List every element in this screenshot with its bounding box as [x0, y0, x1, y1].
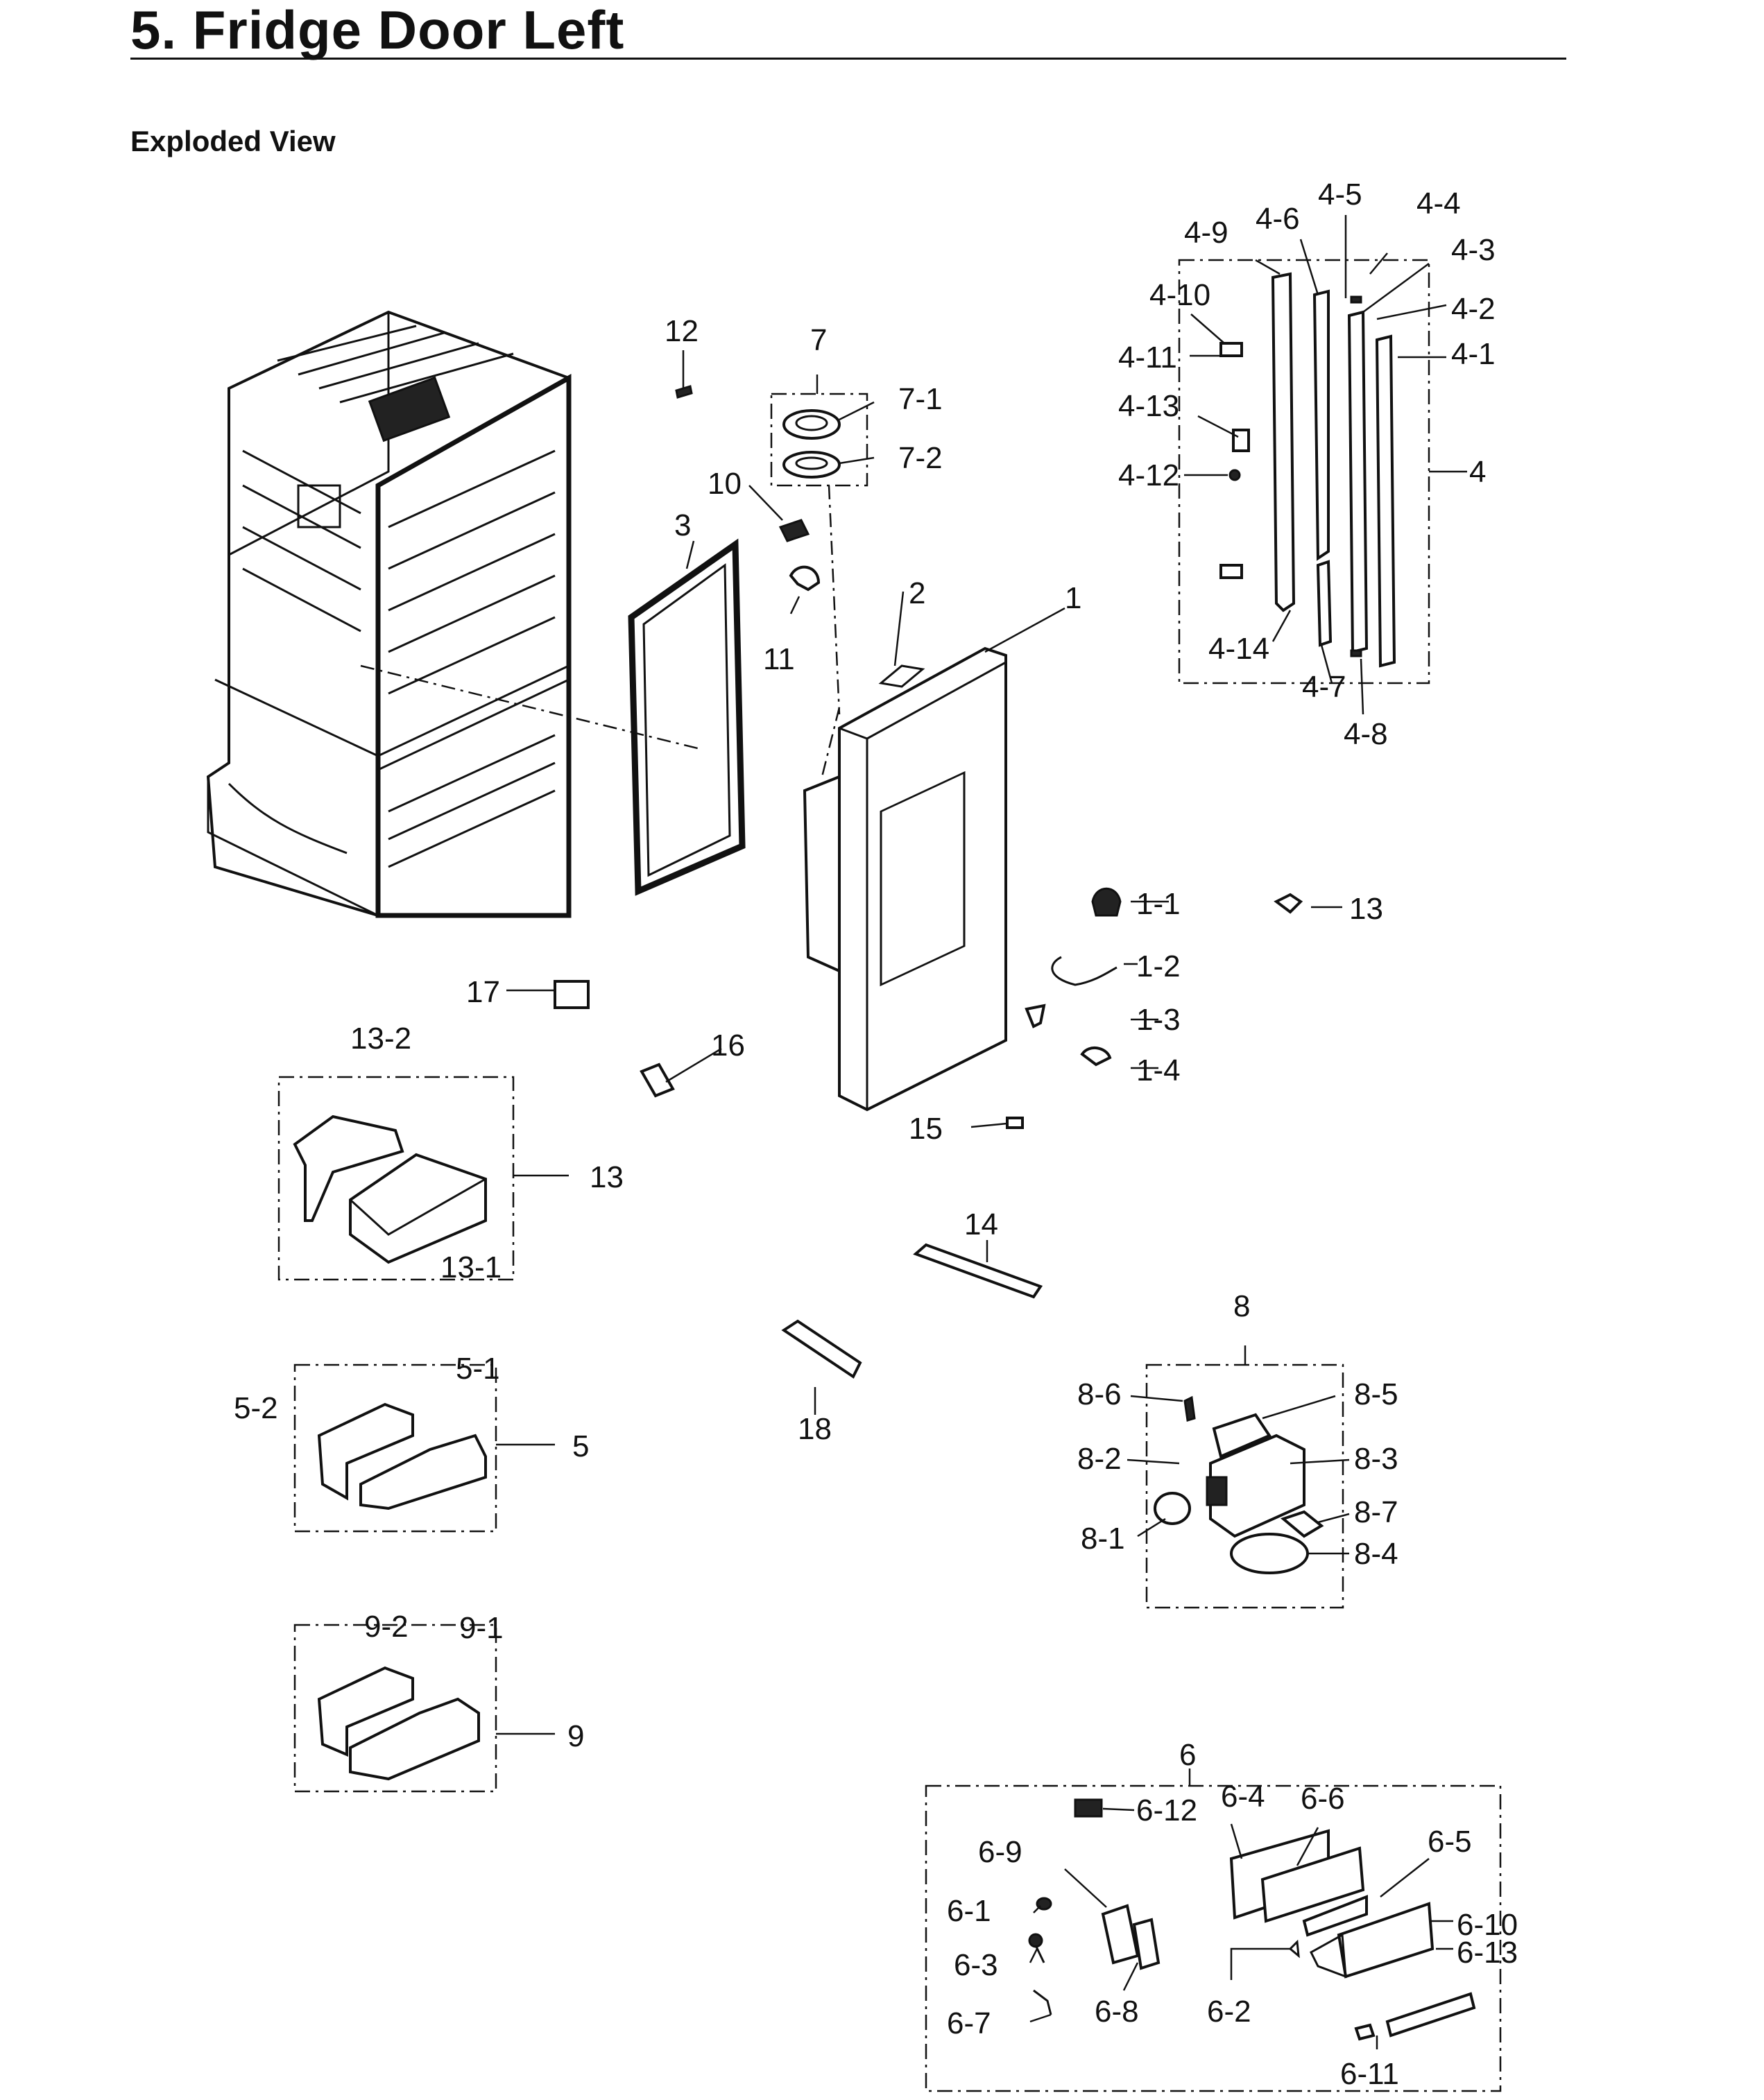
callout-5-1: 5-1	[456, 1352, 500, 1386]
callout-4-11: 4-11	[1118, 341, 1177, 375]
callout-4-14: 4-14	[1208, 632, 1269, 666]
part-9-group-box	[293, 1624, 497, 1793]
part-5-group-box	[293, 1363, 497, 1533]
callout-6-11: 6-11	[1340, 2057, 1399, 2091]
callout-6-12: 6-12	[1136, 1793, 1197, 1827]
callout-4-12: 4-12	[1118, 458, 1179, 492]
callout-6-3: 6-3	[954, 1948, 998, 1982]
callout-6-5: 6-5	[1428, 1825, 1472, 1859]
callout-14: 14	[964, 1207, 998, 1241]
callout-1: 1	[1065, 581, 1081, 615]
callout-4-6: 4-6	[1256, 202, 1300, 236]
callout-6-7: 6-7	[947, 2006, 991, 2040]
callout-5: 5	[572, 1429, 589, 1463]
part-4-hinge-strips	[1219, 272, 1396, 668]
callout-4: 4	[1469, 455, 1486, 489]
callout-6-9: 6-9	[978, 1835, 1022, 1869]
callout-1-3: 1-3	[1136, 1003, 1181, 1037]
callout-6-1: 6-1	[947, 1894, 991, 1928]
callout-4-2: 4-2	[1451, 292, 1496, 326]
callout-9-1: 9-1	[459, 1611, 504, 1645]
callout-1-1: 1-1	[1136, 887, 1181, 921]
part-4-group-box	[1178, 259, 1430, 685]
part-6-group-box	[925, 1784, 1502, 2092]
part-7-group-box	[770, 393, 868, 487]
callout-10: 10	[708, 467, 742, 501]
callout-8-5: 8-5	[1354, 1377, 1398, 1411]
callout-6-4: 6-4	[1221, 1780, 1265, 1814]
callout-18: 18	[798, 1412, 832, 1446]
callout-9: 9	[567, 1719, 584, 1753]
callout-6-10: 6-10	[1457, 1908, 1518, 1942]
callout-8-3: 8-3	[1354, 1442, 1398, 1476]
callout-1-2: 1-2	[1136, 949, 1181, 983]
part-16-sensor	[640, 1062, 675, 1098]
callout-labels: 1 1-1 1-2 1-3 1-4 2 3 4 4-1 4-2 4-3 4-4 …	[234, 178, 1518, 2091]
part-9-bin	[317, 1666, 480, 1781]
callout-6: 6	[1179, 1738, 1196, 1772]
callout-2: 2	[909, 576, 925, 610]
callout-8: 8	[1233, 1289, 1250, 1323]
callout-4-5: 4-5	[1318, 178, 1362, 212]
part-7-caps	[782, 409, 841, 715]
callout-6-6: 6-6	[1301, 1782, 1345, 1816]
part-10-hinge-cover	[778, 519, 810, 542]
part-3-door-gasket	[360, 538, 746, 896]
callout-4-10: 4-10	[1149, 278, 1210, 312]
callout-17: 17	[466, 975, 500, 1009]
callout-6-8: 6-8	[1095, 1995, 1139, 2029]
part-1-x-components	[1025, 887, 1303, 1067]
callout-5-2: 5-2	[234, 1391, 278, 1425]
callout-13-group: 13	[590, 1160, 624, 1194]
callout-8-2: 8-2	[1077, 1442, 1122, 1476]
callout-13-1: 13-1	[440, 1250, 502, 1284]
part-8-dispenser-motor	[1154, 1395, 1324, 1574]
callout-8-7: 8-7	[1354, 1495, 1398, 1529]
callout-4-7: 4-7	[1302, 670, 1346, 704]
part-14-trim	[913, 1243, 1043, 1299]
callout-9-2: 9-2	[364, 1610, 409, 1644]
part-18-bracket	[781, 1319, 862, 1379]
part-12-pin	[675, 385, 693, 399]
part-13-group-box	[277, 1076, 515, 1281]
page-title: 5. Fridge Door Left	[130, 0, 625, 60]
callout-8-6: 8-6	[1077, 1377, 1122, 1411]
callout-4-9: 4-9	[1184, 216, 1228, 250]
callout-7-1: 7-1	[898, 382, 943, 416]
callout-4-1: 4-1	[1451, 337, 1496, 371]
callout-12: 12	[665, 314, 699, 348]
callout-4-8: 4-8	[1344, 717, 1388, 751]
part-13-bin	[293, 1114, 487, 1264]
title-divider	[130, 58, 1566, 60]
callout-11: 11	[763, 642, 795, 676]
callout-6-2: 6-2	[1207, 1995, 1251, 2029]
callout-3: 3	[674, 508, 691, 542]
leader-lines	[496, 215, 1467, 2049]
callout-15: 15	[909, 1112, 943, 1146]
refrigerator-cabinet	[206, 310, 572, 918]
section-subtitle: Exploded View	[130, 125, 336, 157]
callout-7: 7	[810, 323, 827, 357]
callout-8-1: 8-1	[1081, 1522, 1125, 1556]
callout-13: 13	[1349, 892, 1383, 926]
callout-7-2: 7-2	[898, 441, 943, 475]
part-15-cap	[1006, 1117, 1024, 1129]
part-5-bin	[317, 1402, 487, 1511]
part-17-clip	[554, 980, 590, 1009]
callout-4-13: 4-13	[1118, 389, 1179, 423]
callout-13-2: 13-2	[350, 1022, 411, 1056]
part-6-dispenser-panel	[1028, 1798, 1476, 2041]
part-1-door-assembly	[803, 646, 1007, 1112]
callout-4-3: 4-3	[1451, 233, 1496, 267]
callout-4-4: 4-4	[1416, 187, 1461, 221]
callout-16: 16	[711, 1029, 745, 1062]
callout-8-4: 8-4	[1354, 1537, 1398, 1571]
callout-1-4: 1-4	[1136, 1053, 1181, 1087]
callout-6-13: 6-13	[1457, 1936, 1518, 1970]
part-11-bracket	[789, 565, 821, 592]
